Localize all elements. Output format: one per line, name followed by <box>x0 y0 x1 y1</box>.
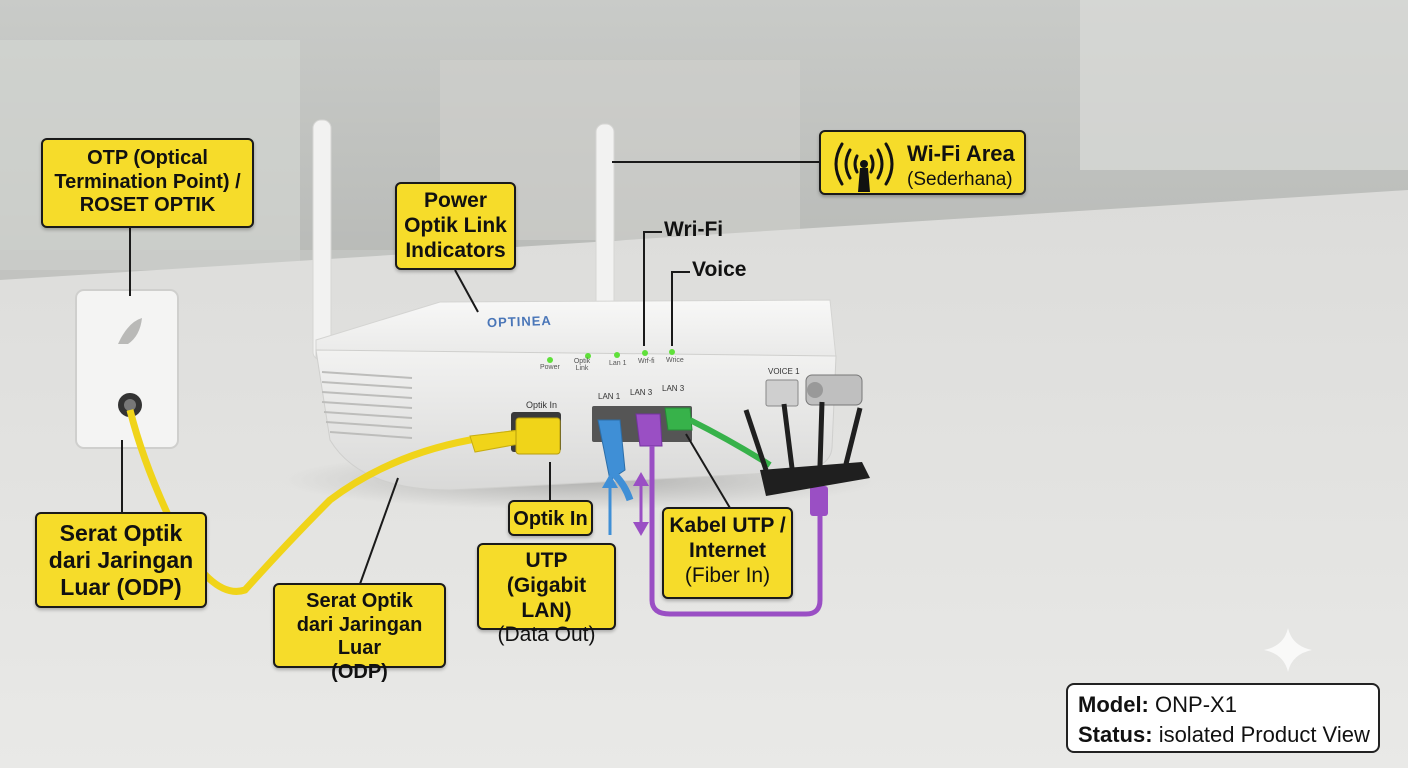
label-wifi-area: Wi-Fi Area (Sederhana) <box>819 130 1026 195</box>
utp-blue-cable <box>597 419 634 502</box>
secondary-router <box>743 401 870 496</box>
port-label-voice: VOICE 1 <box>768 367 800 376</box>
router-led-label-lan: Lan 1 <box>609 360 627 367</box>
status-row: Status: isolated Product View <box>1078 720 1370 750</box>
sparkle-icon <box>1264 628 1312 672</box>
label-voice: Voice <box>692 258 747 281</box>
wifi-area-subtitle: (Sederhana) <box>907 169 1013 190</box>
router-led-label-voice: Wrice <box>666 357 684 364</box>
port-label-lan3: LAN 3 <box>662 384 685 393</box>
label-kabel-utp: Kabel UTP / Internet (Fiber In) <box>662 507 793 599</box>
label-wifi: Wri-Fi <box>664 218 724 241</box>
product-info-box: Model: ONP-X1 Status: isolated Product V… <box>1066 683 1380 753</box>
port-label-optik-in: Optik In <box>526 400 558 410</box>
utp-purple-cable <box>635 413 828 617</box>
label-optik-in: Optik In <box>508 500 593 536</box>
label-power-indicators: Power Optik Link Indicators <box>395 182 516 270</box>
router-brand: OPTINEA <box>486 312 553 331</box>
router-led-label-optik: Optik Link <box>573 358 591 372</box>
wifi-area-title: Wi-Fi Area <box>907 141 1015 166</box>
model-key: Model: <box>1078 692 1149 717</box>
status-key: Status: <box>1078 721 1153 747</box>
label-serat-optik-left: Serat Optik dari Jaringan Luar (ODP) <box>35 512 207 608</box>
wifi-signal-icon <box>834 142 894 192</box>
port-label-lan1: LAN 1 <box>598 392 621 401</box>
otp-rosette-plate <box>75 289 179 449</box>
label-serat-optik-mid: Serat Optik dari Jaringan Luar (ODP) <box>273 583 446 683</box>
router-led-label-power: Power <box>540 364 560 371</box>
status-value: isolated Product View <box>1158 721 1370 747</box>
leader-lines <box>121 161 820 585</box>
model-row: Model: ONP-X1 <box>1078 690 1368 720</box>
router-led-label-wifi: Wrf-fi <box>638 358 655 365</box>
model-value: ONP-X1 <box>1155 692 1237 717</box>
data-arrows <box>602 472 649 536</box>
label-utp: UTP (Gigabit LAN) (Data Out) <box>477 543 616 646</box>
port-label-lan2: LAN 3 <box>630 388 653 397</box>
label-otp: OTP (Optical Termination Point) / ROSET … <box>41 138 254 228</box>
